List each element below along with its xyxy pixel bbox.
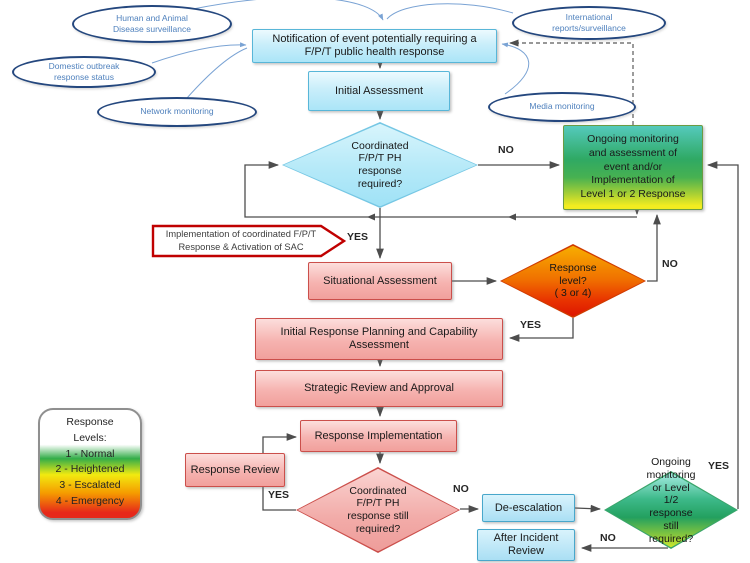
node-label: Notification of event potentially requir…	[272, 33, 477, 58]
node-ongoing-monitoring: Ongoing monitoring and assessment of eve…	[563, 125, 703, 210]
legend-response-levels: Response Levels: 1 - Normal 2 - Heighten…	[38, 408, 142, 520]
edge-label-no-decision2: NO	[453, 483, 469, 495]
oval-network-monitoring: Network monitoring	[97, 97, 257, 127]
node-label: Strategic Review and Approval	[304, 382, 454, 395]
curve-domestic	[151, 42, 247, 64]
legend-item-emergency: 4 - Emergency	[55, 494, 125, 507]
edge-label-no-decision3: NO	[600, 532, 616, 544]
curve-media	[501, 42, 530, 95]
legend-item-heightened: 2 - Heightened	[55, 463, 125, 476]
node-response-review: Response Review	[185, 453, 285, 487]
node-label: Ongoing monitoring and assessment of eve…	[580, 133, 686, 200]
node-initial-assessment: Initial Assessment	[308, 71, 450, 111]
node-situational-assessment: Situational Assessment	[308, 262, 452, 300]
node-label: Initial Response Planning and Capability…	[280, 326, 478, 351]
oval-media-monitoring: Media monitoring	[488, 92, 636, 122]
edge-responselevel-no	[647, 213, 661, 282]
edge-label-no-decision1: NO	[498, 144, 514, 156]
curve-human-animal	[192, 0, 384, 21]
callout-arrow-shape	[151, 224, 347, 258]
callout-implementation-sac: Implementation of coordinated F/P/T Resp…	[165, 229, 317, 253]
legend-item-escalated: 3 - Escalated	[59, 479, 121, 491]
edge-responselevel-yes	[508, 318, 574, 342]
edge-label-yes-decision3: YES	[708, 460, 730, 472]
legend-item-normal: 1 - Normal	[65, 447, 115, 460]
mid-arrowhead	[508, 213, 516, 221]
edge-greenbox-loop-to-decision1	[244, 161, 637, 218]
oval-label: International reports/surveillance	[552, 11, 626, 33]
edge-label-yes-decision2: YES	[268, 489, 290, 501]
node-label: Situational Assessment	[323, 274, 437, 287]
edge-dashed-monitoring-feedback	[509, 39, 634, 125]
curve-network	[186, 47, 248, 99]
edge-decision3-yes	[706, 161, 739, 509]
legend-title: Response Levels:	[66, 416, 114, 444]
node-after-incident-review: After Incident Review	[477, 529, 575, 561]
curve-international	[386, 3, 514, 20]
node-label: Response Review	[190, 463, 280, 476]
node-notification: Notification of event potentially requir…	[252, 29, 497, 63]
oval-label: Media monitoring	[529, 101, 595, 112]
decision-ongoing-label: Ongoing monitoring or Level 1/2 response…	[646, 456, 696, 545]
edge-label-yes-responselevel: YES	[520, 319, 542, 331]
edge-label-no-responselevel: NO	[662, 258, 678, 270]
node-label: Initial Assessment	[334, 84, 424, 97]
edge-deescalation-to-decision3	[574, 504, 602, 513]
edge-label-yes-decision1: YES	[347, 231, 369, 243]
mid-arrowhead	[367, 213, 375, 221]
node-label: De-escalation	[494, 501, 563, 514]
node-strategic-review: Strategic Review and Approval	[255, 370, 503, 407]
oval-label: Human and Animal Disease surveillance	[113, 12, 191, 34]
node-label: Response Implementation	[314, 429, 443, 442]
oval-label: Network monitoring	[140, 106, 214, 117]
oval-human-animal-surveillance: Human and Animal Disease surveillance	[72, 5, 232, 43]
oval-domestic-outbreak: Domestic outbreak response status	[12, 56, 156, 88]
oval-label: Domestic outbreak response status	[48, 60, 120, 82]
oval-international-reports: International reports/surveillance	[512, 6, 666, 40]
node-de-escalation: De-escalation	[482, 494, 575, 522]
node-label: After Incident Review	[493, 532, 559, 557]
node-initial-response-planning: Initial Response Planning and Capability…	[255, 318, 503, 360]
node-response-implementation: Response Implementation	[300, 420, 457, 452]
